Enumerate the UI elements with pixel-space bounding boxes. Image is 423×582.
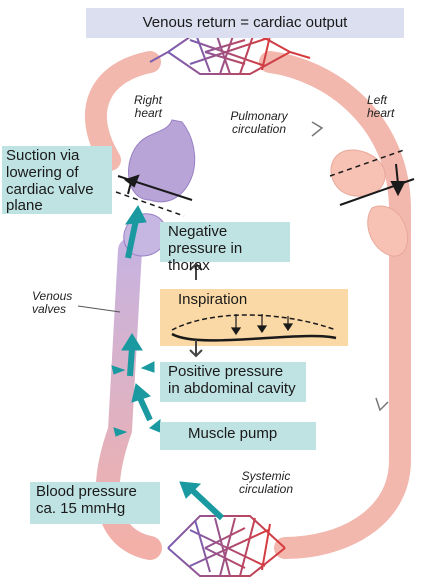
positive-pressure-box: Positive pressure in abdominal cavity	[160, 362, 306, 402]
title-banner: Venous return = cardiac output	[86, 8, 404, 38]
venous-valves-label: Venous valves	[32, 290, 84, 317]
venous-valves-pointer	[78, 306, 120, 312]
right-heart-label: Right heart	[118, 94, 162, 121]
pulmonary-circulation-label: Pulmonary circulation	[214, 110, 304, 137]
negative-pressure-box: Negative pressure in thorax	[160, 222, 290, 262]
blood-pressure-box: Blood pressure ca. 15 mmHg	[30, 482, 160, 524]
systemic-circulation-label: Systemic circulation	[226, 470, 306, 497]
muscle-pump-box: Muscle pump	[160, 422, 316, 450]
left-heart-label: Left heart	[367, 94, 407, 121]
systemic-capillaries	[168, 516, 285, 576]
inspiration-label: Inspiration	[178, 292, 298, 309]
suction-box: Suction via lowering of cardiac valve pl…	[2, 146, 112, 214]
